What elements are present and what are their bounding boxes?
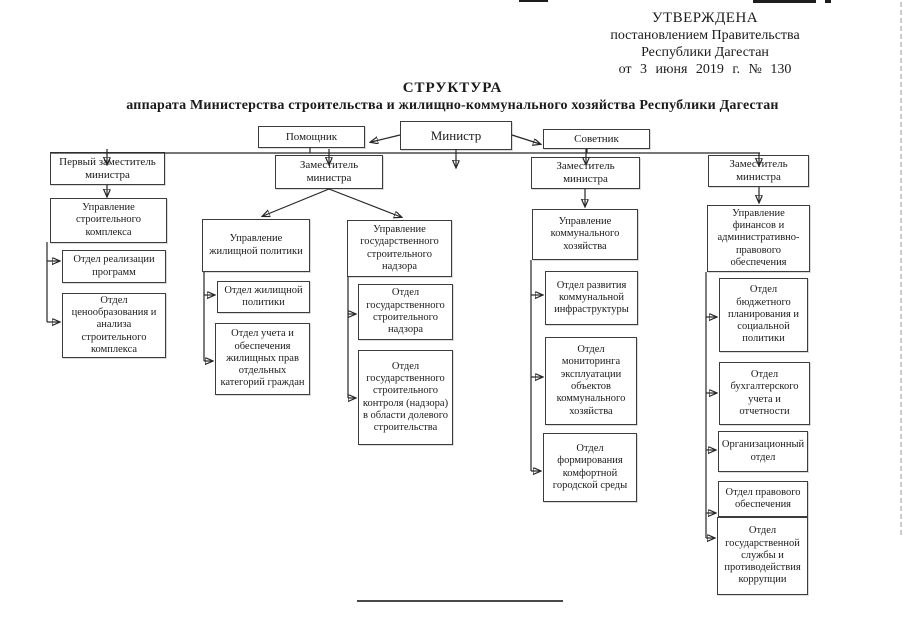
- node-otd-program-implementation: Отдел реализации программ: [62, 250, 166, 283]
- scan-artifact: [519, 0, 548, 2]
- scan-artifact: [753, 0, 816, 3]
- node-minister: Министр: [400, 121, 512, 150]
- node-otd-budget-planning: Отдел бюджетного планирования и социальн…: [719, 278, 808, 352]
- node-upr-finance-admin-legal: Управление финансов и административно-пр…: [707, 205, 810, 272]
- node-upr-construction-complex: Управление строительного комплекса: [50, 198, 167, 243]
- node-assistant: Помощник: [258, 126, 365, 148]
- node-otd-organizational: Организационный отдел: [718, 431, 808, 472]
- stamp-line: постановлением Правительства: [610, 28, 800, 43]
- node-otd-monitoring-communal-objects: Отдел мониторинга эксплуатации объектов …: [545, 337, 637, 425]
- node-otd-shared-construction-control: Отдел государственного строительного кон…: [358, 350, 453, 445]
- page-subtitle: аппарата Министерства строительства и жи…: [126, 98, 779, 113]
- stamp-line: УТВЕРЖДЕНА: [651, 10, 759, 26]
- stamp-line: Республики Дагестан: [641, 45, 769, 60]
- node-otd-housing-rights: Отдел учета и обеспечения жилищных прав …: [215, 323, 310, 395]
- node-otd-pricing-analysis: Отдел ценообразования и анализа строител…: [62, 293, 166, 358]
- node-otd-legal-support: Отдел правового обеспечения: [718, 481, 808, 517]
- node-otd-accounting: Отдел бухгалтерского учета и отчетности: [719, 362, 810, 425]
- node-upr-communal-services: Управление коммунального хозяйства: [532, 209, 638, 260]
- node-otd-communal-infrastructure: Отдел развития коммунальной инфраструкту…: [545, 271, 638, 325]
- node-otd-civil-service-anticorruption: Отдел государственной службы и противоде…: [717, 517, 808, 595]
- node-otd-comfortable-urban-environment: Отдел формирования комфортной городской …: [543, 433, 637, 502]
- scan-artifact: [825, 0, 831, 3]
- page-title: СТРУКТУРА: [402, 80, 503, 96]
- node-otd-state-construction-supervision: Отдел государственного строительного над…: [358, 284, 453, 340]
- node-otd-housing-policy: Отдел жилищной политики: [217, 281, 310, 313]
- node-deputy-minister-2: Заместитель министра: [275, 155, 383, 189]
- node-upr-housing-policy: Управление жилищной политики: [202, 219, 310, 272]
- stamp-line: от 3 июня 2019 г. № 130: [618, 62, 792, 77]
- node-deputy-minister-4: Заместитель министра: [708, 155, 809, 187]
- node-upr-state-construction-supervision: Управление государственного строительног…: [347, 220, 452, 277]
- node-first-deputy-minister: Первый заместитель министра: [50, 152, 165, 185]
- approval-stamp: УТВЕРЖДЕНА постановлением Правительства …: [555, 10, 855, 78]
- node-deputy-minister-3: Заместитель министра: [531, 157, 640, 189]
- node-advisor: Советник: [543, 129, 650, 149]
